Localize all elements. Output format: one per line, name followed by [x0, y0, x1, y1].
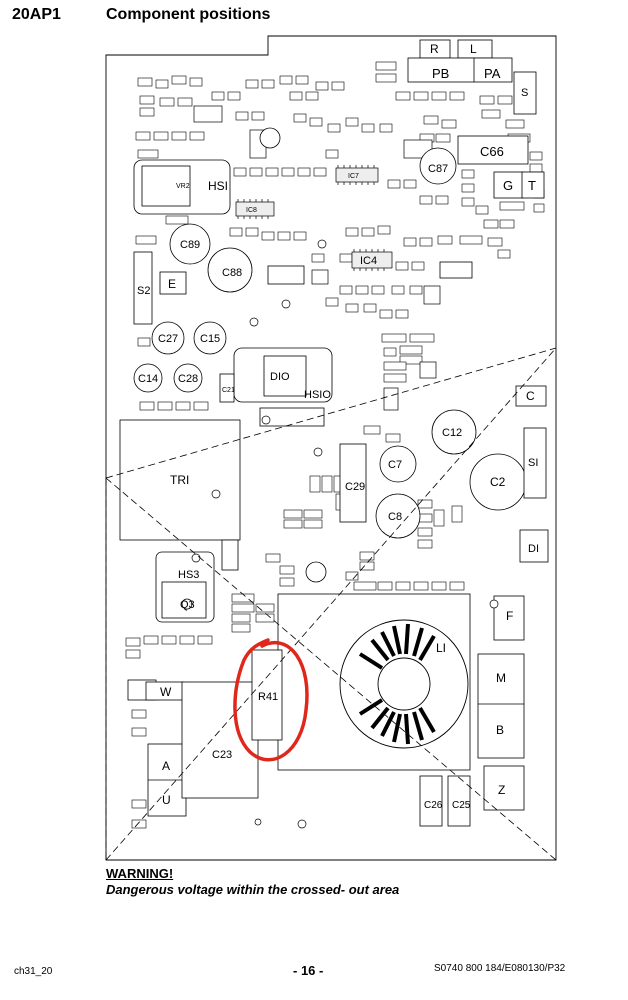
label-C89: C89 [180, 239, 200, 251]
label-DIO: DIO [270, 371, 290, 383]
label-R41: R41 [258, 691, 278, 703]
label-PA: PA [484, 66, 501, 81]
label-G: G [503, 178, 513, 193]
label-C15: C15 [200, 333, 220, 345]
header-id: 20AP1 [12, 6, 61, 23]
label-L: L [470, 42, 477, 56]
label-HSIO: HSIO [304, 389, 331, 401]
label-C25: C25 [452, 800, 471, 811]
label-E: E [168, 277, 176, 291]
label-A: A [162, 759, 170, 773]
label-B: B [496, 723, 504, 737]
footer-left: ch31_20 [14, 966, 53, 977]
label-PB: PB [432, 66, 449, 81]
label-HS3: HS3 [178, 569, 199, 581]
danger-area [105, 347, 557, 861]
top-connectors [407, 39, 545, 199]
label-M: M [496, 671, 506, 685]
label-T: T [528, 178, 536, 193]
label-C66: C66 [480, 144, 504, 159]
heatsinks [133, 159, 333, 623]
label-F: F [506, 609, 513, 623]
label-C8: C8 [388, 511, 402, 523]
ic-pins [237, 165, 385, 271]
inductor-li [339, 619, 469, 749]
label-C28: C28 [178, 373, 198, 385]
label-C87: C87 [428, 163, 448, 175]
label-C23: C23 [212, 749, 232, 761]
label-C2: C2 [490, 475, 506, 489]
label-IC8: IC8 [246, 207, 257, 214]
label-HSI: HSI [208, 179, 228, 193]
ic-q [423, 285, 441, 305]
warning-text: Dangerous voltage within the crossed- ou… [106, 882, 400, 897]
label-C88: C88 [222, 267, 242, 279]
footer-right: S0740 800 184/E080130/P32 [434, 963, 566, 974]
label-W: W [160, 685, 172, 699]
label-VR2: VR2 [176, 183, 190, 190]
label-U: U [162, 793, 171, 807]
ic1 [193, 105, 223, 123]
warning-title: WARNING! [106, 866, 174, 881]
label-S: S [521, 87, 528, 99]
label-Q3: Q3 [180, 599, 195, 611]
label-C12: C12 [442, 427, 462, 439]
ic2 [419, 361, 437, 379]
highlight-circle [233, 638, 309, 762]
capacitors [133, 127, 527, 583]
label-LI: LI [436, 641, 446, 655]
label-DI: DI [528, 543, 539, 555]
label-R: R [430, 42, 439, 56]
label-C26: C26 [424, 800, 443, 811]
ic6 [311, 269, 329, 285]
large-rect-components [119, 251, 549, 827]
mounting-holes [191, 239, 499, 829]
label-C: C [526, 389, 535, 403]
page-title: Component positions [106, 6, 271, 23]
label-IC7: IC7 [348, 173, 359, 180]
ic8 [235, 201, 275, 217]
label-S2: S2 [137, 285, 150, 297]
label-C21: C21 [222, 387, 235, 394]
ic7 [335, 167, 379, 183]
smd-components [125, 61, 545, 829]
label-C7: C7 [388, 459, 402, 471]
ic3 [383, 387, 399, 411]
label-TRI: TRI [170, 473, 189, 487]
label-C29: C29 [345, 481, 365, 493]
label-IC4: IC4 [360, 255, 377, 267]
label-Z: Z [498, 783, 505, 797]
label-C27: C27 [158, 333, 178, 345]
page-number: - 16 - [293, 963, 324, 978]
label-C14: C14 [138, 373, 158, 385]
label-SI: SI [528, 457, 538, 469]
